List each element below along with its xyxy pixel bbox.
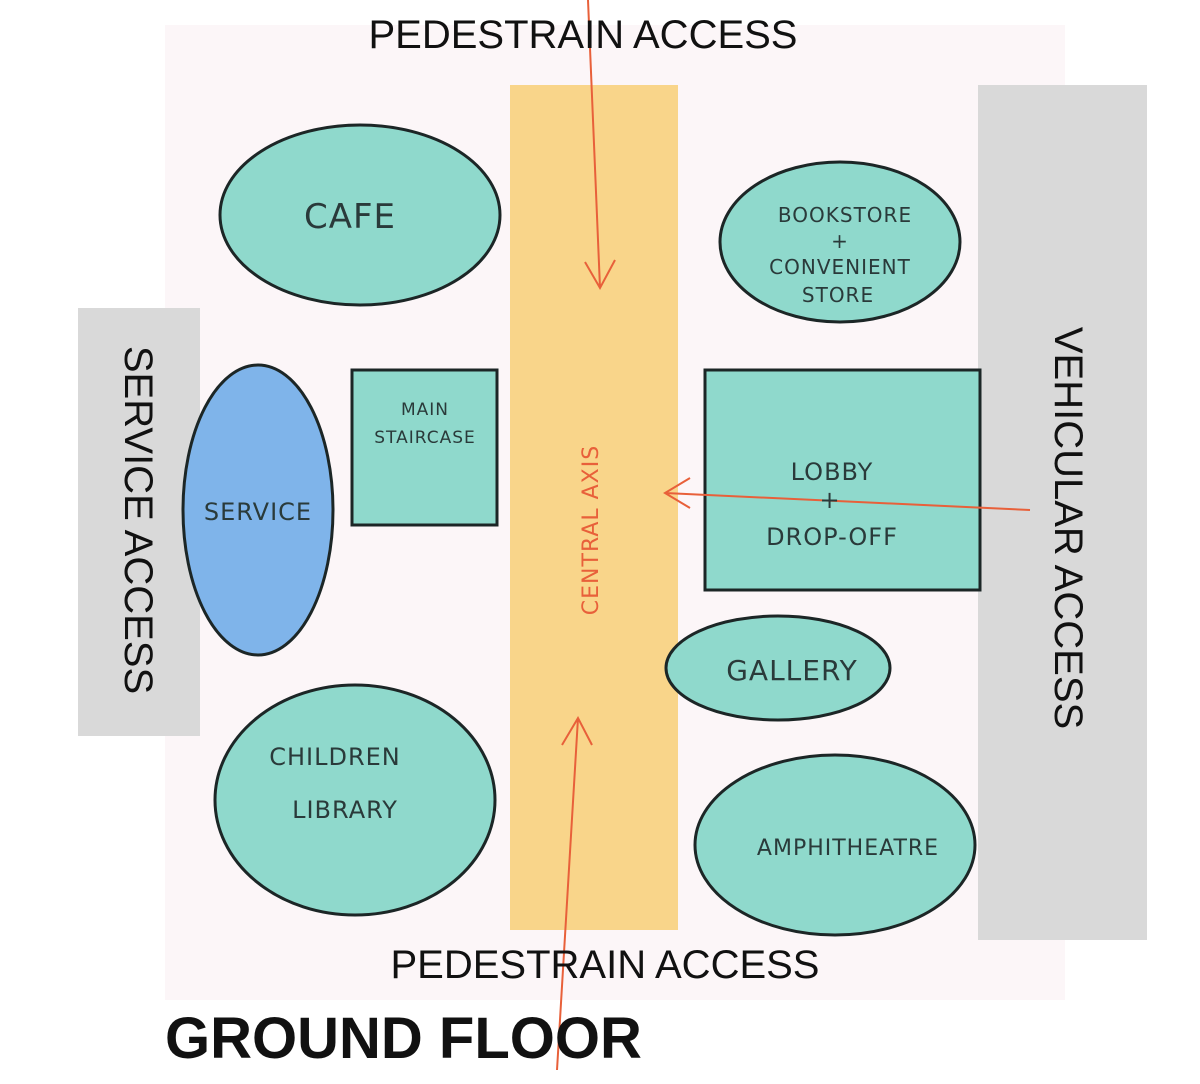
children-library-zone [213,683,497,917]
library-label-2: LIBRARY [292,796,398,824]
gallery-label: GALLERY [726,654,858,687]
bookstore-label-2: + [831,229,849,253]
lobby-label-1: LOBBY [791,458,874,486]
main-staircase-zone [350,368,499,527]
service-zone [181,363,335,657]
bookstore-label-1: BOOKSTORE [778,203,912,227]
amphitheatre-zone [693,753,977,937]
service-access-bar [78,308,200,736]
central-axis-label: CENTRAL AXIS [579,445,604,615]
top-pedestrian-arrow [584,0,616,291]
bottom-pedestrian-arrow [556,715,593,1071]
vehicular-arrow [663,477,1031,511]
staircase-label-1: MAIN [401,400,449,420]
cafe-zone [218,123,502,307]
service-label: SERVICE [204,498,312,526]
gallery-zone [664,614,892,722]
top-access-label: PEDESTRAIN ACCESS [368,13,797,57]
library-label-1: CHILDREN [269,743,401,771]
staircase-label-2: STAIRCASE [374,428,476,448]
cafe-label: CAFE [304,197,396,237]
lobby-label-3: DROP-OFF [766,523,898,551]
left-access-label: SERVICE ACCESS [116,346,160,694]
vehicular-access-bar [978,85,1147,940]
amphitheatre-label: AMPHITHEATRE [757,836,939,861]
floor-title: GROUND FLOOR [165,1006,642,1071]
right-access-label: VEHICULAR ACCESS [1046,327,1090,729]
lobby-zone [703,368,982,592]
bookstore-zone [718,160,962,324]
bottom-access-label: PEDESTRAIN ACCESS [390,943,819,987]
lobby-label-2: + [819,486,840,514]
central-axis-band [510,85,678,930]
bookstore-label-3: CONVENIENT [769,255,911,279]
bookstore-label-4: STORE [802,283,874,307]
